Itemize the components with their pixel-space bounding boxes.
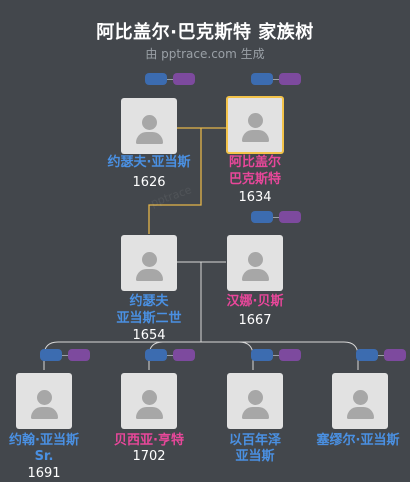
avatar-p2-selected[interactable] (226, 96, 284, 154)
person-silhouette-icon (141, 252, 157, 267)
person-year-p4: 1667 (238, 313, 272, 328)
person-silhouette-icon (247, 113, 263, 128)
person-name-p7-line1[interactable]: 以百年泽 (228, 433, 281, 448)
tag-link (273, 217, 279, 218)
lineage-tag-purple[interactable] (279, 349, 301, 361)
lineage-tag-blue[interactable] (251, 349, 273, 361)
person-name-p2-line1[interactable]: 阿比盖尔 (228, 155, 281, 170)
lineage-tag-blue[interactable] (251, 211, 273, 223)
person-silhouette-body (241, 269, 269, 281)
tag-link (378, 355, 384, 356)
lineage-tag-purple[interactable] (279, 73, 301, 85)
person-silhouette-body (241, 407, 269, 419)
person-year-p1: 1626 (132, 175, 166, 190)
page-title: 阿比盖尔·巴克斯特 家族树 (96, 22, 314, 43)
lineage-tag-blue[interactable] (145, 349, 167, 361)
tags-p6 (145, 349, 197, 363)
avatar-p1[interactable] (121, 98, 177, 154)
avatar-p7[interactable] (227, 373, 283, 429)
person-silhouette-icon (247, 390, 263, 405)
tag-link (167, 79, 173, 80)
person-year-p6: 1702 (132, 449, 166, 464)
lineage-tag-blue[interactable] (145, 73, 167, 85)
person-silhouette-body (135, 269, 163, 281)
tag-link (273, 355, 279, 356)
person-silhouette-icon (141, 115, 157, 130)
person-silhouette-icon (36, 390, 52, 405)
person-silhouette-icon (247, 252, 263, 267)
avatar-p6[interactable] (121, 373, 177, 429)
tags-p5 (40, 349, 92, 363)
tag-link (273, 79, 279, 80)
tags-p1 (145, 73, 197, 87)
tags-p2 (251, 73, 303, 87)
lineage-tag-blue[interactable] (251, 73, 273, 85)
lineage-tag-purple[interactable] (384, 349, 406, 361)
person-silhouette-body (135, 407, 163, 419)
person-name-p5-line2[interactable]: Sr. (34, 449, 54, 464)
person-name-p3-line1[interactable]: 约瑟夫 (129, 294, 169, 309)
lineage-tag-purple[interactable] (173, 73, 195, 85)
person-name-p6[interactable]: 贝西亚·亨特 (114, 433, 184, 448)
lineage-tag-purple[interactable] (279, 211, 301, 223)
person-silhouette-body (241, 130, 269, 142)
tags-p4 (251, 211, 303, 225)
person-name-p7-line2[interactable]: 亚当斯 (235, 449, 275, 464)
tags-p7 (251, 349, 303, 363)
lineage-tag-purple[interactable] (173, 349, 195, 361)
avatar-p8[interactable] (332, 373, 388, 429)
person-silhouette-icon (352, 390, 368, 405)
person-year-p5: 1691 (27, 466, 61, 481)
avatar-p5[interactable] (16, 373, 72, 429)
tag-link (62, 355, 68, 356)
tag-link (167, 355, 173, 356)
person-name-p5-line1[interactable]: 约翰·亚当斯 (9, 433, 79, 448)
lineage-tag-blue[interactable] (356, 349, 378, 361)
connector-gen1-to-child (148, 128, 202, 234)
tags-p8 (356, 349, 408, 363)
lineage-tag-purple[interactable] (68, 349, 90, 361)
avatar-p3[interactable] (121, 235, 177, 291)
person-name-p2-line2[interactable]: 巴克斯特 (228, 172, 281, 187)
person-year-p3: 1654 (132, 328, 166, 343)
person-silhouette-body (346, 407, 374, 419)
lineage-tag-blue[interactable] (40, 349, 62, 361)
person-name-p8[interactable]: 塞缪尔·亚当斯 (316, 433, 400, 448)
person-silhouette-body (30, 407, 58, 419)
person-silhouette-body (135, 132, 163, 144)
person-silhouette-icon (141, 390, 157, 405)
page-subtitle: 由 pptrace.com 生成 (145, 47, 265, 61)
person-name-p3-line2[interactable]: 亚当斯二世 (116, 311, 182, 326)
person-year-p2: 1634 (238, 190, 272, 205)
avatar-p4[interactable] (227, 235, 283, 291)
person-name-p4[interactable]: 汉娜·贝斯 (226, 294, 284, 309)
person-name-p1[interactable]: 约瑟夫·亚当斯 (107, 155, 191, 170)
